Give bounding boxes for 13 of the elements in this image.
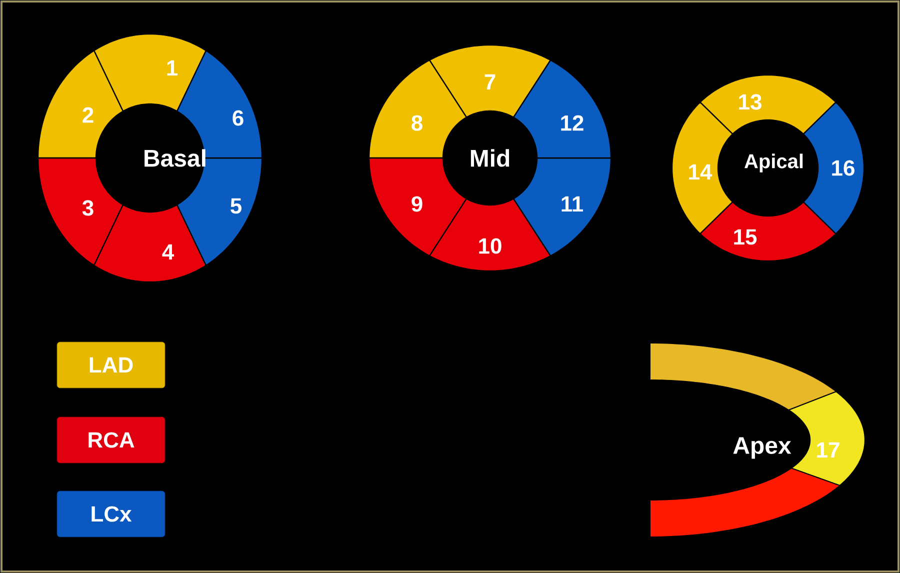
ring-segment: 4 — [93, 204, 207, 283]
ring-segment: 1 — [93, 33, 207, 112]
ring-segment: 7 — [428, 44, 552, 118]
region-label: Mid — [470, 149, 510, 167]
apex-band — [650, 468, 841, 538]
region-label: Apical — [744, 154, 803, 172]
ring-segment: 9 — [368, 157, 468, 257]
legend-label: RCA — [88, 432, 134, 448]
legend-label: LCx — [92, 506, 132, 522]
legend-label: LAD — [90, 357, 133, 373]
ring-segment: 12 — [512, 59, 612, 159]
ring-segment: 3 — [37, 157, 124, 266]
ring-segment: 10 — [428, 198, 552, 272]
